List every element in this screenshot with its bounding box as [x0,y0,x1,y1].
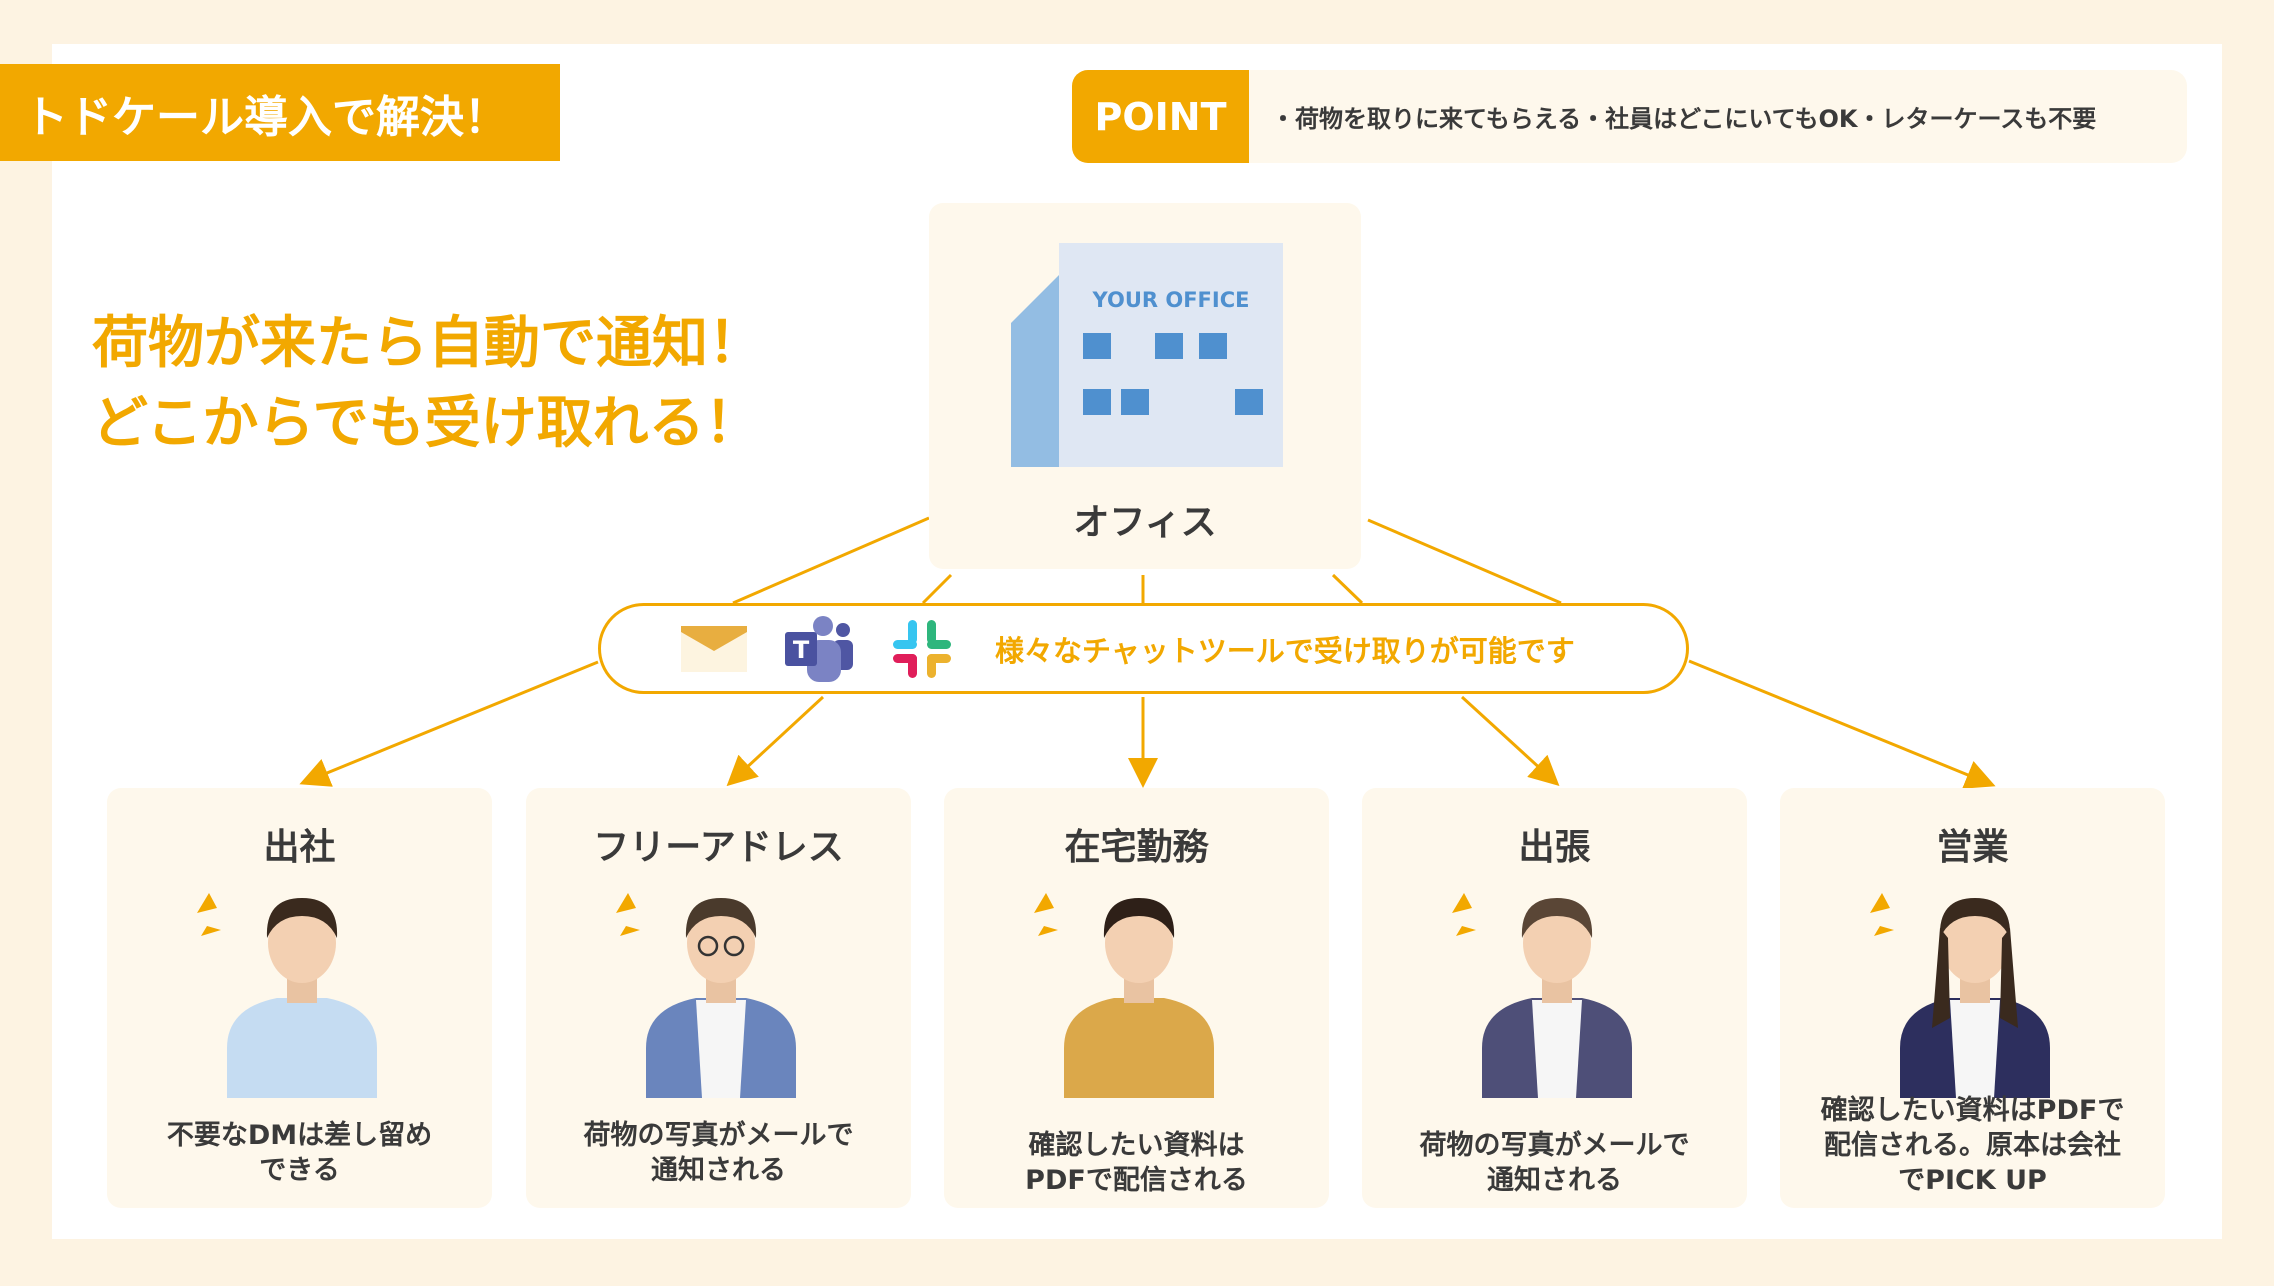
work-style-card: 出社 不要なDMは差し留め できる [107,788,492,1208]
point-label: POINT [1072,70,1249,163]
office-card: YOUR OFFICE オフィス [929,203,1361,569]
work-style-card: 出張 荷物の写真がメールで 通知される [1362,788,1747,1208]
headline-line-1: 荷物が来たら自動で通知！ [92,311,764,376]
person-illustration-icon [1870,893,2050,1098]
person-illustration-icon [197,893,377,1098]
card-description: 荷物の写真がメールで 通知される [583,1120,854,1186]
slack-icon [893,619,951,678]
connector-line [732,516,930,605]
mail-icon [681,625,747,672]
card-title: フリーアドレス [593,827,844,868]
point-text: ・荷物を取りに来てもらえる・社員はどこにいてもOK・レターケースも不要 [1271,105,2097,133]
person-illustration-icon [1452,893,1632,1098]
card-title: 出張 [1518,827,1591,868]
arrow-line [1688,659,1996,789]
office-label: オフィス [1073,502,1217,543]
connector-line [1331,573,1364,605]
card-title: 出社 [263,827,336,868]
svg-text:T: T [793,636,810,664]
card-description: 不要なDMは差し留め できる [166,1120,433,1186]
headline-line-2: どこからでも受け取れる！ [92,391,761,456]
work-style-card: フリーアドレス 荷物の写真がメールで 通知される [526,788,911,1208]
arrow-line [1460,695,1560,787]
arrow-line [299,660,599,787]
card-title: 営業 [1936,827,2009,868]
page-title: トドケール導入で解決！ [0,64,560,161]
teams-icon: T [785,615,853,682]
card-description: 確認したい資料は PDFで配信される [1025,1130,1248,1196]
work-style-card: 営業 確認したい資料はPDFで 配信される。原本は会社 でPICK UP [1780,788,2165,1208]
office-building-icon: YOUR OFFICE [1011,243,1283,467]
card-description: 確認したい資料はPDFで 配信される。原本は会社 でPICK UP [1820,1095,2125,1196]
card-title: 在宅勤務 [1064,827,1209,868]
card-description: 荷物の写真がメールで 通知される [1419,1130,1690,1196]
connector-line [1367,518,1562,605]
arrow-line [726,695,825,787]
person-illustration-icon [616,893,796,1098]
point-banner: POINT ・荷物を取りに来てもらえる・社員はどこにいてもOK・レターケースも不… [1072,70,2187,163]
chat-tools-banner: T 様々なチャットツールで受け取りが可能です [598,603,1689,694]
work-style-card: 在宅勤務 確認したい資料は PDFで配信される [944,788,1329,1208]
person-illustration-icon [1034,893,1214,1098]
connector-line [921,573,953,605]
chat-tools-text: 様々なチャットツールで受け取りが可能です [995,633,1575,668]
office-sign: YOUR OFFICE [1092,288,1250,312]
